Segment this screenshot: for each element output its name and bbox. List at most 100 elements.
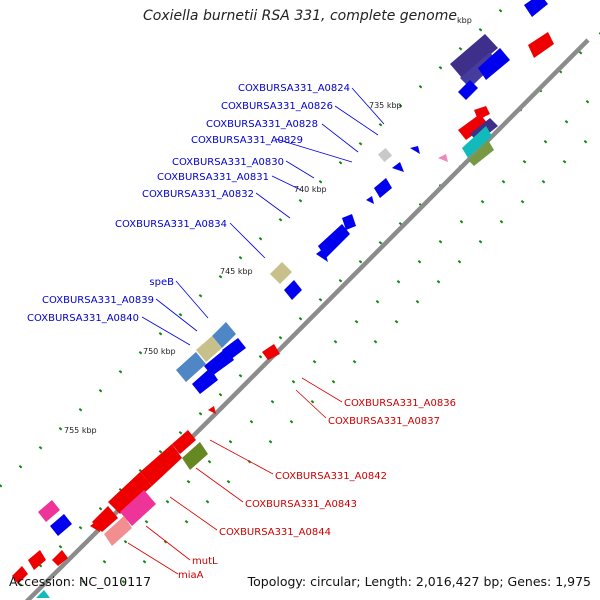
tick-dot (520, 199, 525, 204)
tick-dot (310, 399, 315, 404)
tick-dot (338, 278, 343, 283)
gene-label[interactable]: COXBURSA331_A0826 (221, 101, 333, 112)
tick-dot (583, 140, 588, 144)
gene-label[interactable]: COXBURSA331_A0834 (115, 219, 227, 230)
tick-dot (158, 449, 163, 454)
tick-dot (258, 237, 263, 241)
gene-reverse-block (140, 444, 182, 486)
tick-dot (144, 520, 149, 524)
tick-dot (358, 142, 363, 146)
tick-dot (541, 179, 546, 184)
tick-dot (142, 560, 147, 564)
gene-blocks-lower (12, 430, 208, 598)
gene-label[interactable]: speB (149, 277, 174, 288)
tick-dot (218, 392, 223, 397)
gene-label[interactable]: COXBURSA331_A0830 (172, 157, 284, 168)
tick-dot (268, 439, 273, 444)
gene-label[interactable]: COXBURSA331_A0836 (344, 398, 456, 409)
gene-forward-block (316, 248, 328, 262)
gene-forward-block (410, 146, 420, 154)
tick-dot (186, 480, 191, 484)
gene-reverse-block (438, 154, 448, 162)
gene-reverse-block (12, 566, 28, 584)
tick-dot (178, 430, 183, 435)
tick-dot (18, 583, 23, 587)
page-title: Coxiella burnetii RSA 331, complete geno… (143, 8, 457, 24)
gene-label[interactable]: COXBURSA331_A0832 (142, 189, 254, 200)
gene-label[interactable]: COXBURSA331_A0844 (219, 527, 331, 538)
scale-mark-740: 740 kbp (294, 185, 327, 194)
tick-dot (358, 260, 363, 264)
tick-dot (438, 240, 443, 244)
tick-dot (436, 280, 441, 284)
gene-forward-block (284, 280, 302, 300)
gene-reverse-block (104, 516, 132, 546)
tick-dot (258, 355, 263, 359)
scale-mark-kbp: kbp (457, 16, 472, 25)
tick-dot (165, 500, 170, 504)
tick-dot (373, 339, 378, 344)
tick-dot (291, 380, 296, 384)
gene-label[interactable]: COXBURSA331_A0831 (157, 172, 269, 183)
genome-summary-text: Topology: circular; Length: 2,016,427 bp… (247, 574, 591, 589)
gene-reverse-block (52, 550, 68, 566)
tick-dot (522, 159, 527, 164)
tick-dot (238, 255, 243, 260)
tick-dot (298, 316, 303, 321)
tick-dot (18, 465, 23, 469)
gene-label[interactable]: COXBURSA331_A0840 (27, 313, 139, 324)
forward-leader-lines (141, 87, 385, 346)
tick-dot (375, 300, 380, 304)
gene-label[interactable]: COXBURSA331_A0843 (245, 499, 357, 510)
gene-forward-block (374, 178, 392, 198)
tick-dot (480, 200, 485, 204)
tick-dot (498, 9, 503, 13)
gene-label[interactable]: COXBURSA331_A0837 (328, 416, 440, 427)
scale-marks: kbp 735 kbp 740 kbp 745 kbp 750 kbp 755 … (64, 16, 472, 435)
tick-dot (278, 217, 283, 222)
gene-reverse-block (28, 550, 46, 570)
gene-pseudo-block (377, 147, 393, 163)
gene-forward-block (450, 34, 498, 78)
tick-dot (458, 47, 463, 51)
gene-label[interactable]: miaA (178, 570, 204, 581)
tick-dot (81, 580, 86, 584)
tick-dot (121, 580, 126, 584)
genome-backbone (25, 38, 590, 600)
gene-label[interactable]: COXBURSA331_A0839 (42, 295, 154, 306)
tick-dot (562, 159, 567, 164)
gene-label[interactable]: COXBURSA331_A0829 (191, 135, 303, 146)
gene-label[interactable]: mutL (192, 556, 218, 567)
reverse-leader-lines (127, 377, 343, 575)
tick-dot (58, 545, 63, 549)
gene-forward-block (468, 140, 494, 166)
gene-label[interactable]: COXBURSA331_A0842 (275, 471, 387, 482)
tick-dot (318, 179, 323, 184)
tick-dot (218, 275, 223, 279)
tick-dot (289, 419, 294, 424)
gene-reverse-block (172, 430, 196, 454)
tick-dot (417, 259, 422, 264)
gene-forward-block (176, 352, 206, 382)
tick-dot (331, 380, 336, 384)
gene-forward-block (478, 48, 510, 80)
scale-mark-735: 735 kbp (369, 101, 402, 110)
gene-reverse-block (108, 472, 152, 514)
gene-label[interactable]: COXBURSA331_A0824 (238, 83, 350, 94)
gene-forward-block (204, 348, 234, 376)
gene-forward-block (342, 214, 356, 230)
gene-reverse-block (36, 590, 50, 598)
tick-dot (0, 484, 3, 488)
tick-dot (298, 199, 303, 203)
gene-reverse-block (528, 32, 554, 58)
tick-dot (98, 389, 103, 393)
tick-dot (198, 412, 203, 416)
tick-dot (459, 220, 464, 224)
gene-label[interactable]: COXBURSA331_A0828 (206, 119, 318, 130)
tick-dot (78, 408, 83, 412)
gene-reverse-block (120, 490, 156, 526)
tick-dot (226, 480, 231, 484)
gene-reverse-block (208, 406, 216, 414)
